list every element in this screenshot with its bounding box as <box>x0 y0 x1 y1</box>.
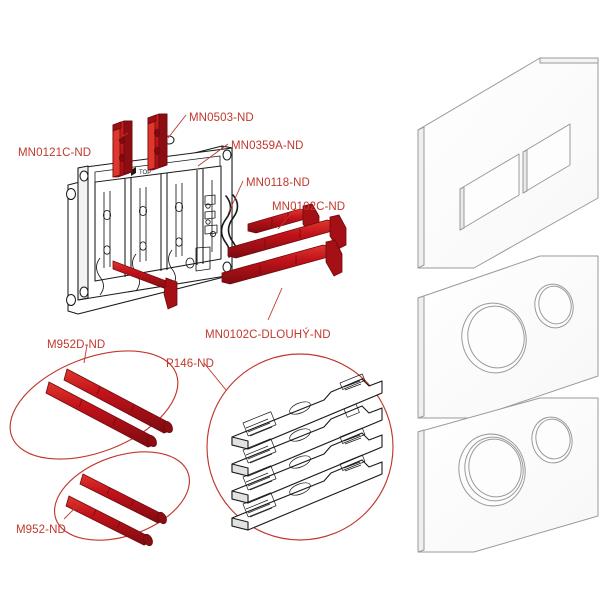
plate-button-small-oval[interactable] <box>528 413 577 466</box>
plate-button-small-oval[interactable] <box>530 280 578 332</box>
plate-button-right[interactable] <box>522 123 571 194</box>
control-strip-2 <box>231 403 383 477</box>
flush-plate-oval-lower <box>417 397 599 553</box>
leader-line-p146 <box>203 362 227 391</box>
leader-line-mn0121c <box>112 132 129 143</box>
part-label-mn0102c: MN0102C-ND <box>272 201 346 213</box>
control-strip-4 <box>231 454 383 531</box>
part-label-mn0102cd: MN0102C-DLOUHÝ-ND <box>205 329 331 341</box>
part-label-mn0503: MN0503-ND <box>189 112 254 124</box>
callout-oval-m952d <box>9 350 179 460</box>
plate-button-large-oval[interactable] <box>452 428 532 512</box>
control-strip-1 <box>231 373 383 450</box>
control-strip-3 <box>231 427 383 504</box>
leader-line-m952 <box>63 502 81 520</box>
part-label-p146: P146-ND <box>166 358 214 370</box>
leader-line-mn0118 <box>227 180 244 215</box>
plate-button-large-oval[interactable] <box>454 296 533 379</box>
callout-circle-p146 <box>206 353 394 541</box>
leader-line-mn0503 <box>167 114 187 139</box>
part-label-mn0118: MN0118-ND <box>246 177 310 189</box>
part-mn0102c-dlouhy-rod-long <box>221 239 343 285</box>
leader-line-mn0102c <box>277 207 297 230</box>
clip-left <box>112 120 133 178</box>
part-mn0102c-rod-medium <box>227 214 347 259</box>
leader-line-mn0102cd <box>267 287 283 321</box>
leader-line-m952d <box>83 344 88 364</box>
callout-oval-m952 <box>53 451 191 547</box>
leader-lines <box>63 114 297 520</box>
flush-plate-rectangular <box>417 57 599 269</box>
mounting-frame: TOP <box>65 145 233 315</box>
part-label-m952: M952-ND <box>16 524 66 536</box>
flush-plate-oval-upper <box>417 255 599 419</box>
clip-right <box>147 113 168 171</box>
top-marking-text: TOP <box>139 170 151 176</box>
p146-control-strips <box>231 373 383 531</box>
part-frame-crossbar-rod <box>112 260 178 310</box>
plate-button-left[interactable] <box>459 153 520 231</box>
leader-line-mn0359a <box>197 143 229 167</box>
part-label-mn0121c: MN0121C-ND <box>18 147 92 159</box>
part-label-m952d: M952D-ND <box>47 339 106 351</box>
part-label-mn0359a: MN0359A-ND <box>231 140 304 152</box>
part-mn0121c-clips <box>112 113 168 178</box>
